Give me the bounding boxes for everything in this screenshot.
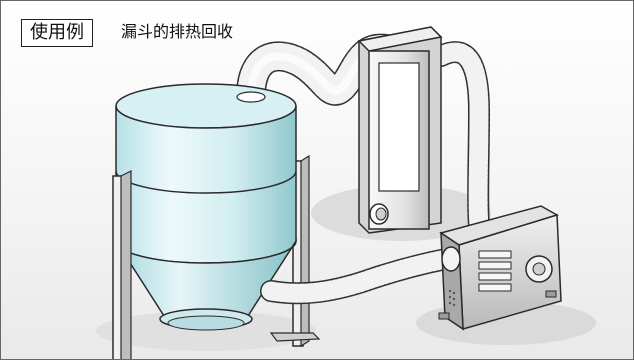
bottom-duct-hose xyxy=(260,248,457,305)
hopper-front-legs xyxy=(112,170,132,359)
dryer-unit xyxy=(357,26,443,234)
usage-example-tag: 使用例 xyxy=(21,19,93,47)
hopper xyxy=(115,83,297,331)
hopper-shadow xyxy=(96,311,316,351)
right-duct-hose xyxy=(430,41,491,237)
heat-recovery-unit xyxy=(438,205,562,331)
diagram-caption: 漏斗的排热回收 xyxy=(121,22,234,41)
